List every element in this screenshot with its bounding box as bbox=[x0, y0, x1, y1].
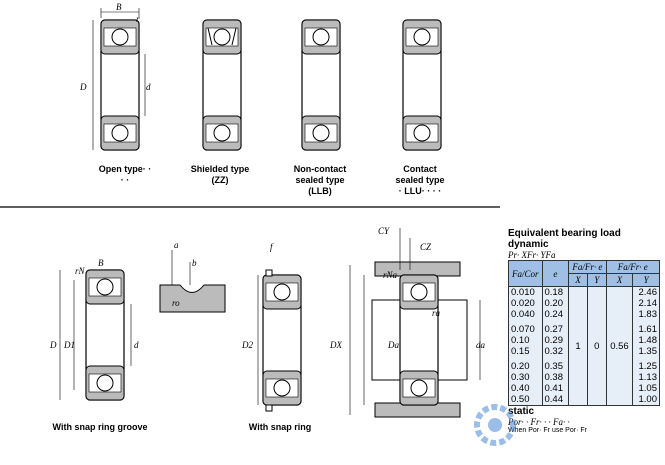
table-cell: 0.35 bbox=[544, 361, 564, 372]
table-cell: 1.83 bbox=[638, 309, 658, 320]
dim-d-2: d bbox=[134, 340, 139, 350]
dim-b: b bbox=[192, 258, 197, 268]
header-y2: Y bbox=[632, 273, 660, 287]
table-cell: 0.20 bbox=[511, 361, 530, 372]
dynamic-label: dynamic bbox=[508, 239, 549, 250]
table-cell: 0.10 bbox=[511, 335, 530, 346]
table-cell: 0.040 bbox=[511, 309, 535, 320]
table-cell: 0.32 bbox=[544, 346, 564, 357]
dim-rN: rN bbox=[75, 266, 85, 276]
header-e: e bbox=[541, 260, 570, 287]
snap-ring-detail bbox=[159, 250, 226, 313]
table-cell: 1.61 bbox=[638, 324, 658, 335]
table-cell: 1.48 bbox=[638, 335, 658, 346]
dim-D-2: D bbox=[50, 340, 57, 350]
table-cell: 0.27 bbox=[544, 324, 564, 335]
equivalent-load-table: Equivalent bearing load dynamic Pr· XFr·… bbox=[508, 228, 661, 434]
table-cell: 0.20 bbox=[544, 298, 564, 309]
dim-da: da bbox=[476, 340, 485, 350]
table-cell: 0.41 bbox=[544, 383, 564, 394]
dim-B: B bbox=[116, 2, 122, 12]
label-contact-sealed: Contact sealed type · LLU· · · · bbox=[395, 164, 445, 196]
dim-d: d bbox=[146, 82, 151, 92]
dim-f: f bbox=[270, 242, 273, 252]
table-cell: 1.13 bbox=[638, 372, 658, 383]
static-note: When Por· Fr use Por· Fr bbox=[508, 427, 587, 434]
table-cell: 0.40 bbox=[511, 383, 530, 394]
non-contact-sealed-bearing bbox=[301, 19, 341, 151]
open-type-bearing bbox=[92, 8, 146, 151]
table-cell: 1.35 bbox=[638, 346, 658, 357]
snap-ring-bearing bbox=[257, 269, 302, 412]
table-cell: 0.30 bbox=[511, 372, 530, 383]
dim-r: r bbox=[136, 14, 140, 24]
table-cell: 0.18 bbox=[544, 287, 564, 298]
table-cell: 0.020 bbox=[511, 298, 535, 309]
dim-D2: D2 bbox=[242, 340, 253, 350]
housing-mount-diagram bbox=[349, 228, 481, 418]
table-cell: 1.00 bbox=[638, 394, 658, 405]
header-x2: X bbox=[605, 273, 634, 287]
dim-DX: DX bbox=[330, 340, 342, 350]
dim-CZ: CZ bbox=[420, 242, 432, 252]
header-ratio: Fa/Cor bbox=[508, 260, 543, 287]
dim-D1: D1 bbox=[64, 340, 75, 350]
label-non-contact-sealed: Non-contact sealed type (LLB) bbox=[293, 164, 347, 196]
table-cell: 0.15 bbox=[511, 346, 530, 357]
static-formula: Por· · Fr· · · Fa· · bbox=[508, 417, 570, 427]
dynamic-formula: Pr· XFr· YFa bbox=[508, 250, 556, 260]
table-cell: 2.46 bbox=[638, 287, 658, 298]
table-cell: 0.24 bbox=[544, 309, 564, 320]
label-snap-ring-groove: With snap ring groove bbox=[52, 422, 148, 432]
header-x1: X bbox=[568, 273, 588, 287]
x1-value: 1 bbox=[568, 286, 588, 406]
dim-CY: CY bbox=[378, 226, 390, 236]
dim-a: a bbox=[174, 240, 179, 250]
y1-value: 0 bbox=[586, 286, 607, 406]
label-snap-ring: With snap ring bbox=[248, 422, 312, 432]
watermark-logo bbox=[470, 395, 665, 465]
table-cell: 1.05 bbox=[638, 383, 658, 394]
table-cell: 0.44 bbox=[544, 394, 564, 405]
header-gt: Fa/Fr· e bbox=[605, 260, 661, 274]
label-open-type: Open type· · · · bbox=[98, 164, 152, 185]
header-le: Fa/Fr· e bbox=[568, 260, 607, 274]
table-cell: 2.14 bbox=[638, 298, 658, 309]
table-cell: 1.25 bbox=[638, 361, 658, 372]
contact-sealed-bearing bbox=[402, 19, 442, 151]
dim-B2: B bbox=[98, 258, 104, 268]
snap-ring-groove-bearing bbox=[59, 269, 132, 401]
table-cell: 0.070 bbox=[511, 324, 535, 335]
table-cell: 0.010 bbox=[511, 287, 535, 298]
dim-ra: ra bbox=[432, 308, 441, 318]
header-y1: Y bbox=[586, 273, 607, 287]
dim-D: D bbox=[80, 82, 87, 92]
table-title: Equivalent bearing load bbox=[508, 228, 621, 239]
dim-rNa: rNa bbox=[383, 270, 398, 280]
table-cell: 0.50 bbox=[511, 394, 530, 405]
table-cell: 0.38 bbox=[544, 372, 564, 383]
dim-Da: Da bbox=[388, 340, 399, 350]
static-label: static bbox=[508, 406, 535, 417]
table-cell: 0.29 bbox=[544, 335, 564, 346]
gear-logo-icon bbox=[474, 404, 516, 446]
label-shielded-type: Shielded type (ZZ) bbox=[190, 164, 250, 185]
shielded-type-bearing bbox=[202, 19, 242, 151]
dim-ro: ro bbox=[172, 298, 180, 308]
x2-value: 0.56 bbox=[605, 286, 634, 406]
